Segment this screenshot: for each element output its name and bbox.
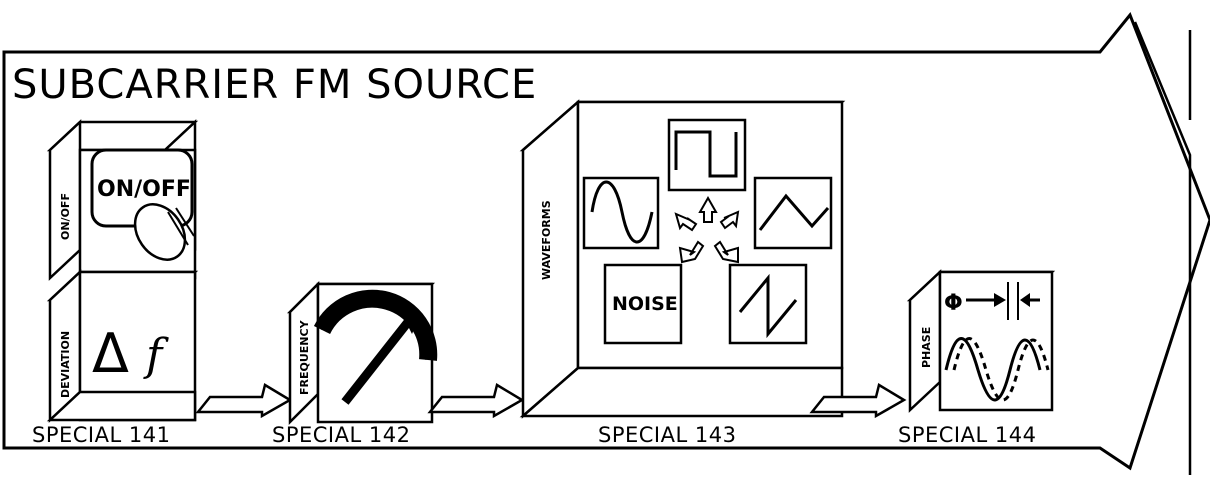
caption-special-144: SPECIAL 144 [898,423,1036,447]
block-on-off: ON/OFF ON/OFF [50,122,195,278]
side-label-deviation: DEVIATION [59,331,72,398]
side-label-on-off: ON/OFF [59,193,72,240]
caption-special-143: SPECIAL 143 [598,423,736,447]
block-frequency: FREQUENCY [290,284,432,422]
sawtooth-wave-option[interactable] [730,265,806,343]
side-label-waveforms: WAVEFORMS [540,200,553,280]
noise-option[interactable]: NOISE [605,265,681,343]
page-title: SUBCARRIER FM SOURCE [12,62,537,108]
noise-label: NOISE [612,293,678,315]
block-deviation: DEVIATION Δ f [50,272,195,420]
side-label-phase: PHASE [920,327,933,368]
flow-arrow-2 [430,385,522,416]
flow-arrow-1 [198,385,290,416]
phi-symbol: Φ [944,291,963,316]
caption-special-142: SPECIAL 142 [272,423,410,447]
square-wave-option[interactable] [669,120,745,190]
sine-wave-option[interactable] [584,178,658,248]
on-off-button-label: ON/OFF [97,177,191,202]
triangle-wave-option[interactable] [755,178,831,248]
block-phase: PHASE Φ [910,272,1052,410]
caption-special-141: SPECIAL 141 [32,423,170,447]
side-label-frequency: FREQUENCY [298,319,311,395]
block-waveforms: WAVEFORMS NOISE [523,102,842,416]
delta-symbol: Δ [92,322,129,385]
panel-point-inner [1135,22,1190,475]
